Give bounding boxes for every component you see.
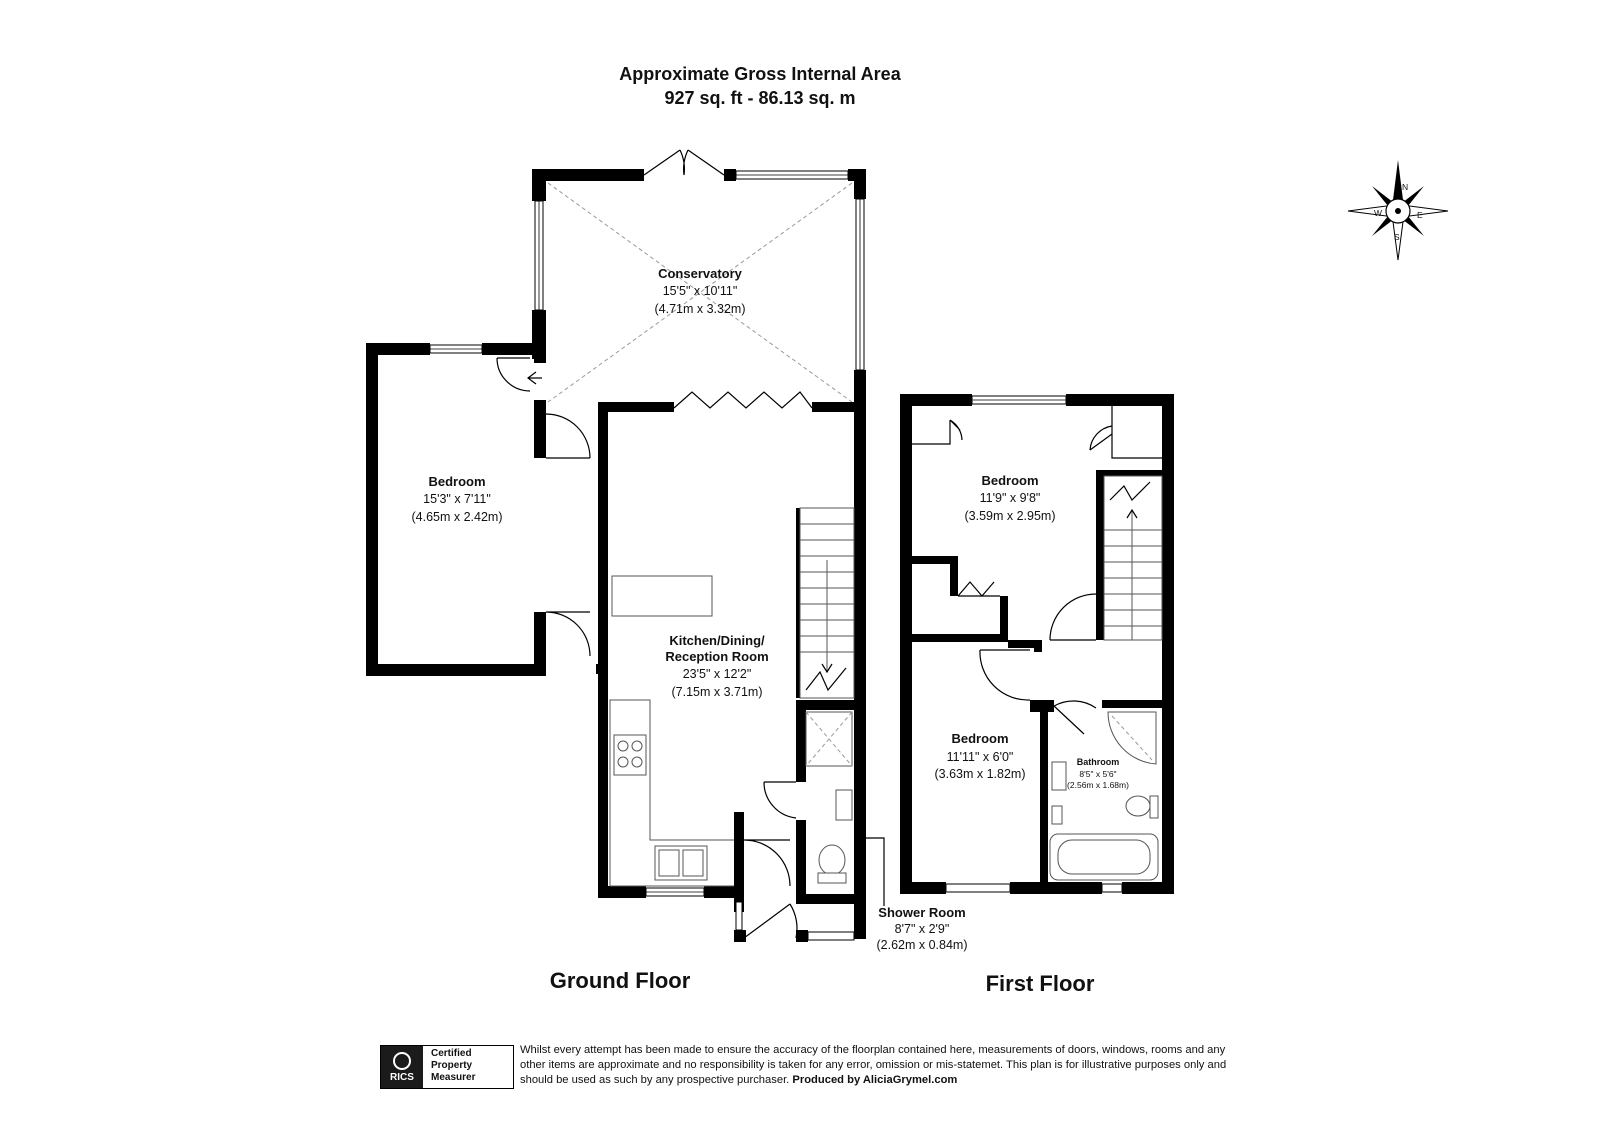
shower-room-name: Shower Room	[878, 905, 965, 920]
gf-bedroom-metric: (4.65m x 2.42m)	[411, 510, 502, 524]
rics-logo-icon: RICS	[381, 1046, 423, 1088]
ground-floor-label: Ground Floor	[550, 968, 691, 993]
ff-bedroom2-name: Bedroom	[951, 731, 1008, 746]
rics-badge-text: Certified Property Measurer	[431, 1048, 511, 1084]
first-floor-label: First Floor	[986, 971, 1095, 996]
area-title: Approximate Gross Internal Area 927 sq. …	[560, 62, 960, 110]
compass-rose-icon: N E S W	[1347, 160, 1449, 261]
gf-bedroom-name: Bedroom	[428, 474, 485, 489]
disclaimer-text: Whilst every attempt has been made to en…	[520, 1044, 1227, 1086]
conservatory-metric: (4.71m x 3.32m)	[654, 302, 745, 316]
ff-bedroom2-imperial: 11'11" x 6'0"	[947, 750, 1014, 764]
compass-w: W	[1374, 208, 1382, 218]
shower-room-imperial: 8'7" x 2'9"	[895, 922, 950, 936]
bathroom-metric: (2.56m x 1.68m)	[1067, 780, 1129, 790]
area-title-line1: Approximate Gross Internal Area	[619, 64, 901, 84]
conservatory-name: Conservatory	[658, 266, 743, 281]
ff-bedroom1-imperial: 11'9" x 9'8"	[980, 491, 1041, 505]
kitchen-imperial: 23'5" x 12'2"	[683, 667, 752, 681]
bathroom-imperial: 8'5" x 5'6"	[1079, 769, 1116, 779]
badge-line2: Property	[431, 1060, 473, 1071]
disclaimer: Whilst every attempt has been made to en…	[520, 1043, 1250, 1088]
conservatory-imperial: 15'5" x 10'11"	[663, 284, 738, 298]
first-floor-plan: Bedroom 11'9" x 9'8" (3.59m x 2.95m) Bed…	[900, 394, 1174, 996]
ff-bedroom2-metric: (3.63m x 1.82m)	[934, 767, 1025, 781]
badge-line1: Certified	[431, 1048, 472, 1059]
ground-floor-plan: Conservatory 15'5" x 10'11" (4.71m x 3.3…	[366, 149, 968, 993]
kitchen-metric: (7.15m x 3.71m)	[671, 685, 762, 699]
footer: RICS Certified Property Measurer Whilst …	[380, 1044, 1240, 1093]
kitchen-name-line2: Reception Room	[665, 649, 768, 664]
kitchen-name-line1: Kitchen/Dining/	[669, 633, 765, 648]
producer-credit: Produced by AliciaGrymel.com	[792, 1074, 958, 1086]
ff-bedroom1-name: Bedroom	[981, 473, 1038, 488]
compass-n: N	[1402, 182, 1408, 192]
gf-bedroom-imperial: 15'3" x 7'11"	[423, 492, 491, 506]
compass-s: S	[1394, 232, 1400, 242]
shower-room-metric: (2.62m x 0.84m)	[876, 938, 967, 952]
badge-line3: Measurer	[431, 1072, 476, 1083]
compass-e: E	[1417, 210, 1423, 220]
rics-badge: RICS Certified Property Measurer	[380, 1045, 514, 1089]
ff-bedroom1-metric: (3.59m x 2.95m)	[964, 509, 1055, 523]
area-title-line2: 927 sq. ft - 86.13 sq. m	[664, 88, 856, 108]
rics-logo-text: RICS	[390, 1072, 414, 1083]
bathroom-name: Bathroom	[1077, 757, 1120, 767]
